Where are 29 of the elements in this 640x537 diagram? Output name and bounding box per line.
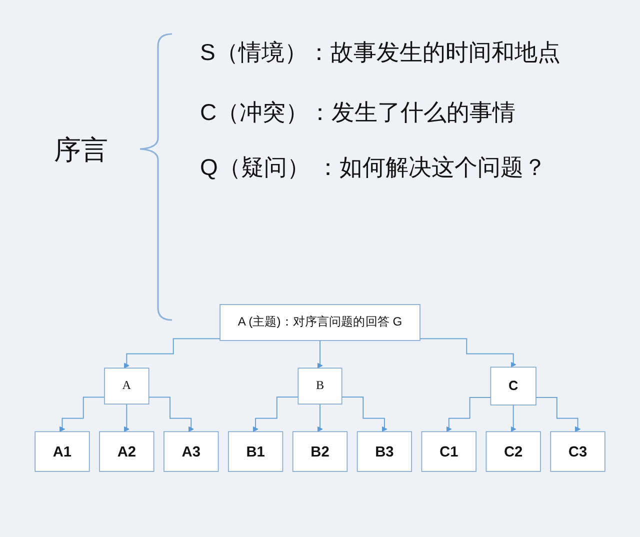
node-box: C2 — [486, 431, 541, 472]
description-text: C（冲突）：发生了什么的事情 — [200, 98, 516, 127]
node-box: B2 — [292, 431, 348, 472]
arrow — [148, 396, 194, 432]
arrow — [446, 396, 492, 432]
arrow — [317, 340, 323, 368]
arrow — [317, 404, 323, 432]
node-box: B1 — [228, 431, 284, 472]
node-box: A3 — [164, 431, 219, 472]
description-text: S（情境）：故事发生的时间和地点 — [200, 38, 560, 67]
node-box: A — [104, 368, 150, 404]
description-text: Q（疑问） ：如何解决这个问题？ — [200, 153, 546, 182]
node-box: A (主题)：对序言问题的回答 G — [220, 304, 420, 341]
node-box: B3 — [356, 431, 412, 472]
section-heading: 序言 — [54, 134, 108, 167]
node-box: C3 — [550, 431, 606, 472]
node-box: A2 — [99, 431, 154, 472]
arrow — [420, 338, 516, 368]
arrow — [536, 396, 581, 432]
arrow — [341, 396, 388, 432]
node-box: B — [298, 368, 342, 404]
node-box: C — [490, 366, 536, 406]
node-box: A1 — [34, 431, 90, 472]
arrow — [124, 338, 220, 368]
arrow — [124, 404, 130, 432]
arrow — [59, 396, 105, 432]
arrow — [252, 396, 299, 432]
arrow — [510, 404, 516, 432]
node-box: C1 — [421, 431, 476, 472]
